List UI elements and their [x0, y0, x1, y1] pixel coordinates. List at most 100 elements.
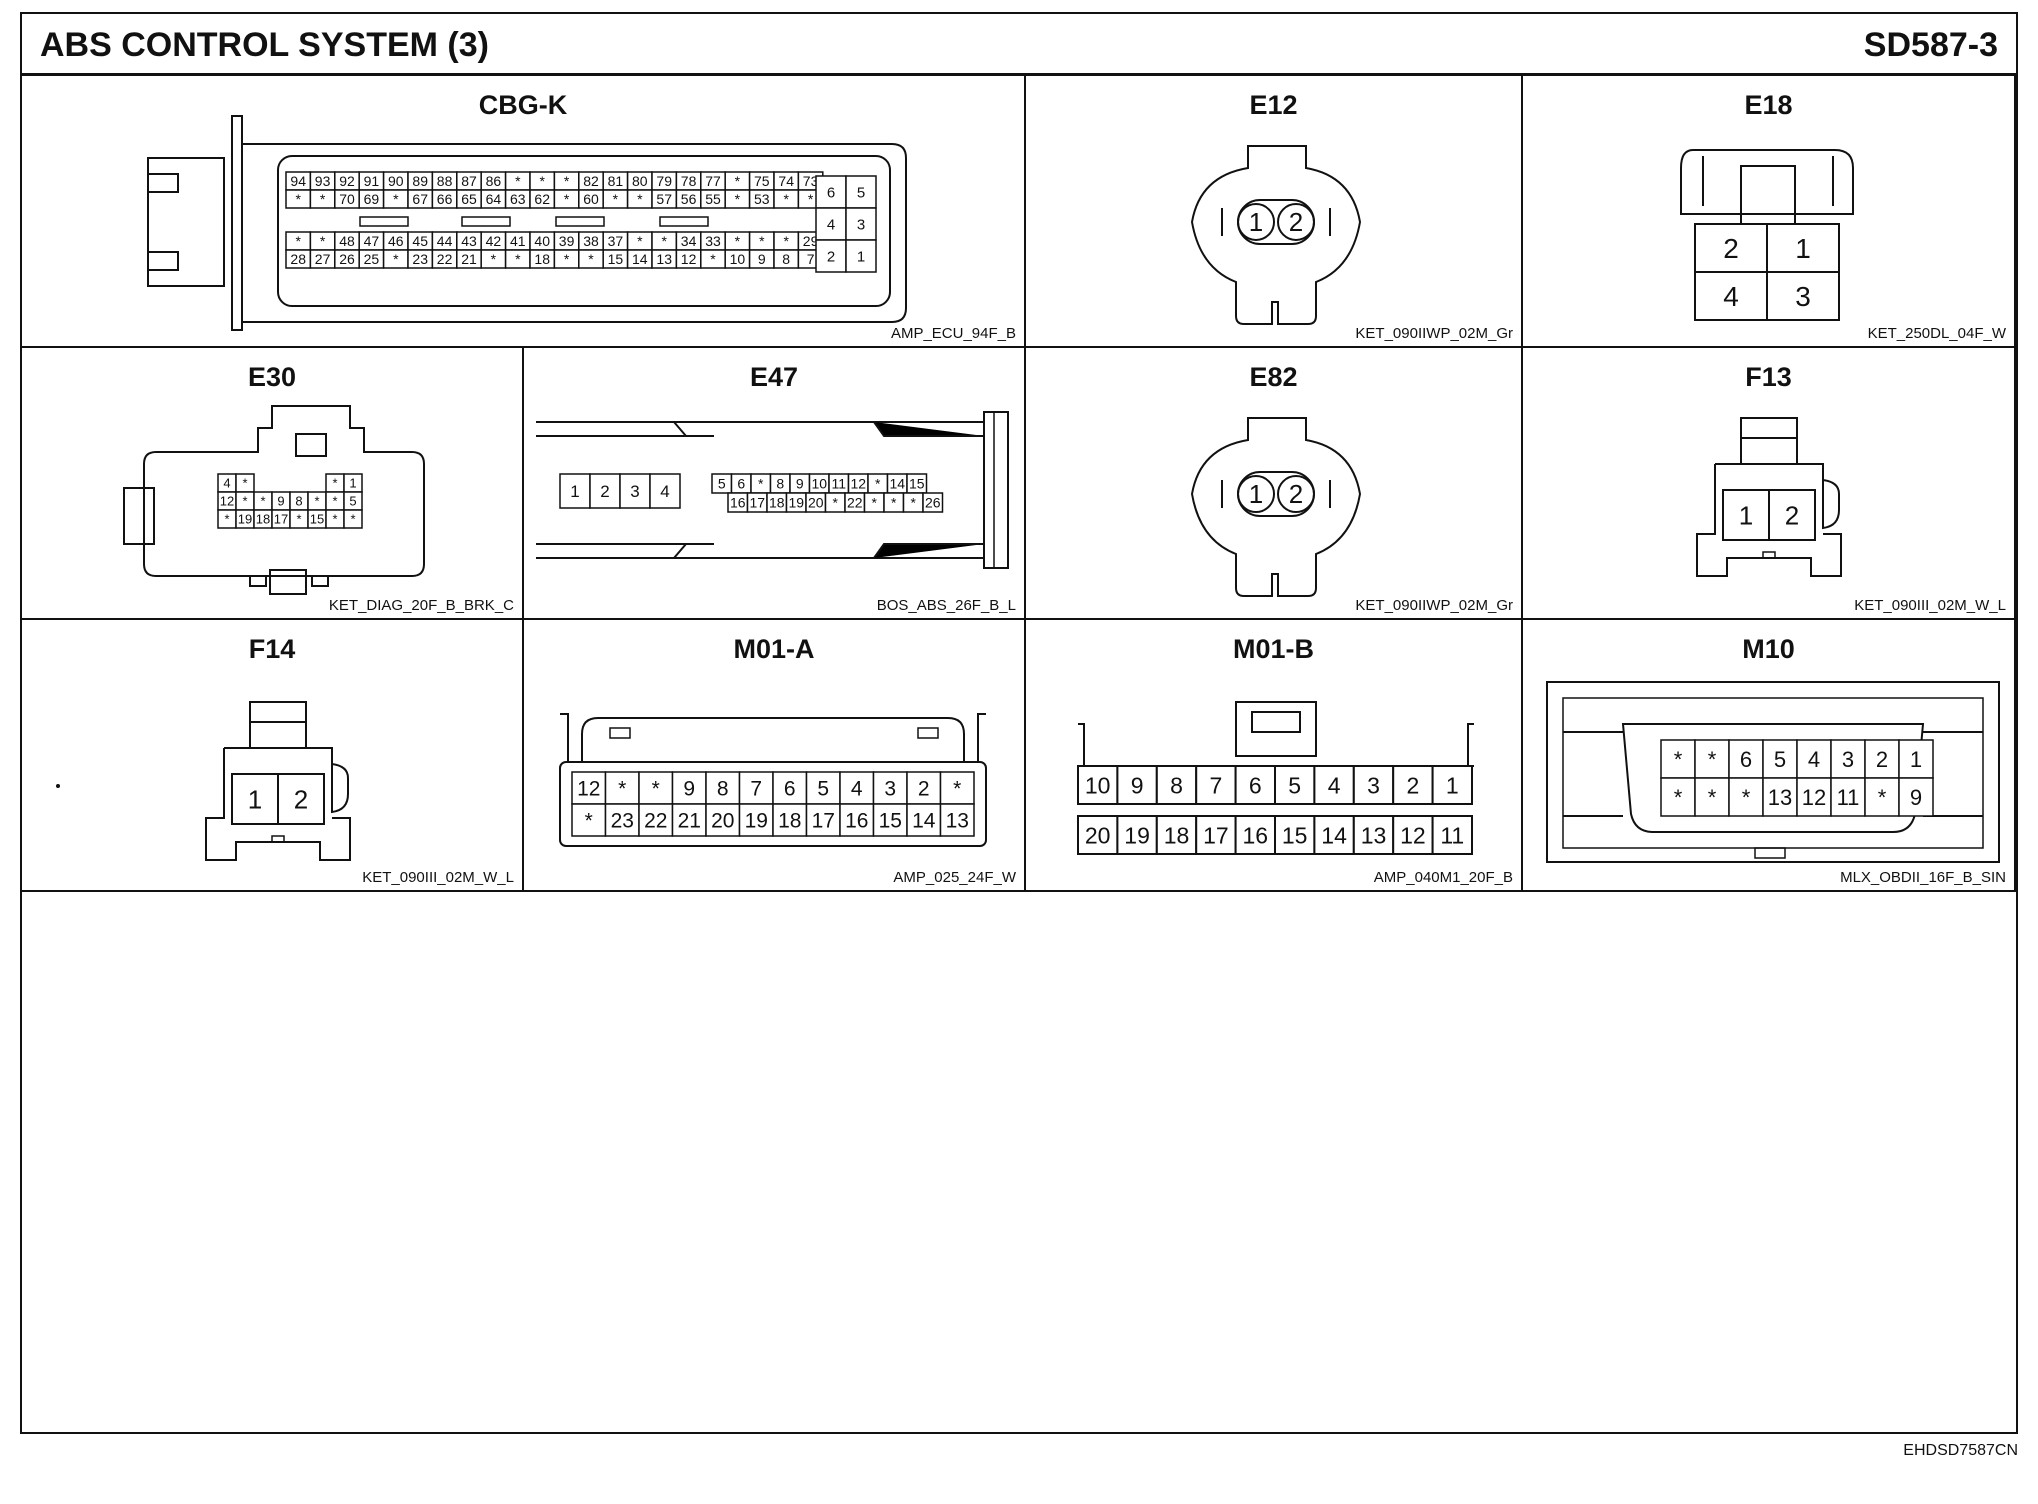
pin-label: 2	[918, 778, 930, 801]
pin-label: 4	[851, 778, 863, 801]
pin-cavity	[1766, 223, 1840, 273]
pin-label: 82	[583, 173, 599, 189]
pin-label: 89	[412, 173, 428, 189]
pin-label: 29	[803, 233, 819, 249]
pin-cavity	[1694, 271, 1768, 321]
pin-label: 2	[1723, 233, 1739, 264]
connector-part-number: KET_090IIWP_02M_Gr	[1355, 325, 1513, 342]
pin-cavity	[619, 473, 651, 509]
pin-label: 87	[461, 173, 477, 189]
pin-label: 94	[290, 173, 306, 189]
pin-label: 8	[776, 476, 784, 492]
pin-cavity	[845, 239, 877, 273]
pin-label: 9	[1910, 785, 1922, 810]
pin-label: 5	[1774, 747, 1786, 772]
pin-cavity	[343, 509, 363, 529]
pin-label: *	[564, 173, 570, 189]
pin-label: *	[295, 233, 301, 249]
pin-cavity	[1762, 739, 1798, 779]
pin-label: 3	[1795, 281, 1811, 312]
pin-cavity	[839, 771, 875, 805]
pin-label: 4	[660, 482, 669, 501]
pin-label: 1	[1739, 500, 1753, 530]
pin-label: *	[588, 251, 594, 267]
pin-label: 7	[807, 251, 815, 267]
pin-label: *	[891, 495, 897, 511]
pin-label: *	[1742, 785, 1751, 810]
pin-cavity	[1274, 765, 1316, 805]
pin-label: 26	[925, 495, 941, 511]
pin-label: 12	[1400, 822, 1426, 848]
pin-label: 14	[889, 476, 905, 492]
pin-label: *	[953, 778, 961, 801]
pin-label: *	[491, 251, 497, 267]
pin-label: *	[661, 233, 667, 249]
pin-label: 10	[1085, 772, 1111, 798]
pin-label: 1	[248, 784, 262, 814]
pin-label: *	[872, 495, 878, 511]
pin-label: *	[515, 251, 521, 267]
pin-cavity	[705, 803, 741, 837]
pin-label: 6	[1249, 772, 1262, 798]
blank-area	[22, 892, 2016, 1432]
pin-label: 15	[879, 810, 902, 833]
pin-label: 18	[769, 495, 785, 511]
pin-label: 18	[256, 512, 270, 527]
pin-label: 5	[817, 778, 829, 801]
pin-cavity	[1116, 815, 1158, 855]
pin-label: 27	[315, 251, 331, 267]
pin-label: 45	[412, 233, 428, 249]
pin-label: *	[783, 191, 789, 207]
pin-label: 2	[1876, 747, 1888, 772]
connector-id: F13	[1745, 362, 1792, 392]
connector-id: E18	[1744, 90, 1793, 120]
pin-label: 9	[758, 251, 766, 267]
connector-id: CBG-K	[478, 90, 568, 120]
pin-cavity	[231, 773, 279, 825]
pin-label: 43	[461, 233, 477, 249]
pin-label: 42	[486, 233, 502, 249]
pin-cavity	[604, 803, 640, 837]
pin-cavity	[815, 207, 847, 241]
pin-label: 56	[681, 191, 697, 207]
connector-id: M01-B	[1232, 634, 1314, 664]
pin-label: 3	[1842, 747, 1854, 772]
pin-label: 1	[1249, 479, 1263, 509]
pin-label: 11	[1837, 785, 1860, 810]
pin-label: *	[613, 191, 619, 207]
pin-label: 18	[1164, 822, 1190, 848]
pin-label: 16	[1243, 822, 1269, 848]
pin-label: 22	[644, 810, 667, 833]
pin-label: 9	[1131, 772, 1144, 798]
pin-label: 1	[349, 476, 356, 491]
pin-label: 2	[1407, 772, 1420, 798]
pin-label: 17	[749, 495, 765, 511]
page-code: SD587-3	[1863, 26, 1998, 64]
pin-label: 77	[705, 173, 721, 189]
pin-cavity	[1195, 815, 1237, 855]
pin-cavity	[922, 492, 944, 513]
pin-label: 90	[388, 173, 404, 189]
pin-label: 4	[1723, 281, 1739, 312]
pin-label: *	[618, 778, 626, 801]
connector-id: F14	[248, 634, 296, 664]
pin-label: *	[1674, 747, 1683, 772]
connector-part-number: AMP_ECU_94F_B	[890, 325, 1016, 342]
pin-label: *	[1674, 785, 1683, 810]
pin-label: *	[320, 233, 326, 249]
pin-label: *	[759, 233, 765, 249]
pin-cavity	[1155, 765, 1198, 805]
pin-label: 6	[827, 184, 835, 201]
pin-label: 40	[534, 233, 550, 249]
pin-label: 6	[737, 476, 745, 492]
pin-label: *	[1878, 785, 1887, 810]
